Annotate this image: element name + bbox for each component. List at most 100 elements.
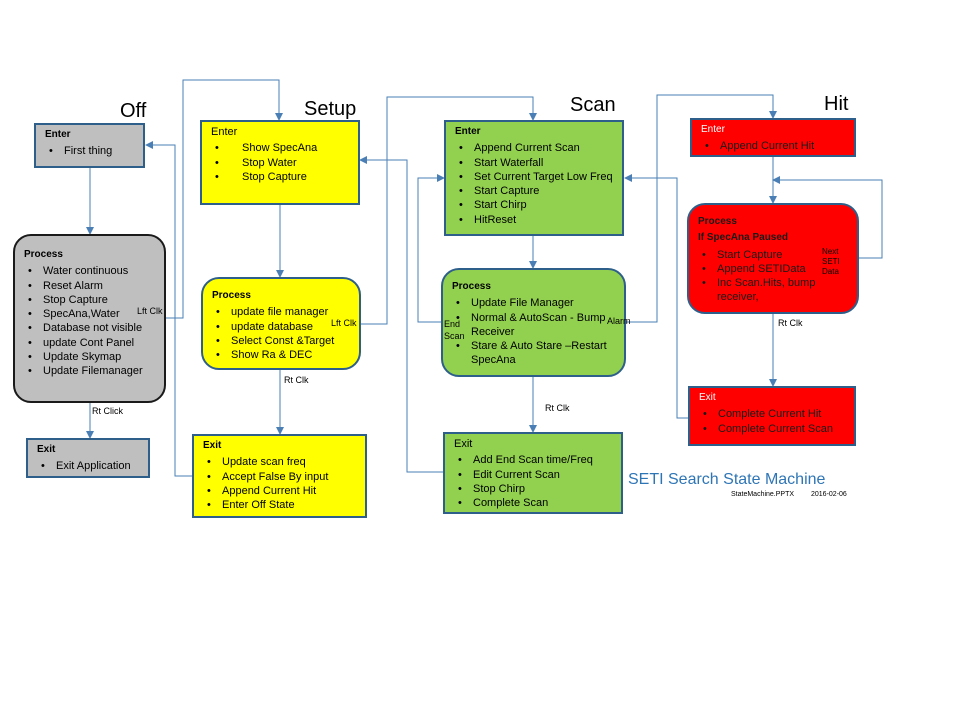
- setup-exit-item: Update scan freq: [194, 455, 365, 470]
- hit-process-subheading: If SpecAna Paused: [698, 232, 789, 244]
- arrow-scan-exit-to-setup: [359, 156, 443, 473]
- off-exit-item: Exit Application: [28, 459, 148, 474]
- hit-enter-list: Append Current Hit: [692, 139, 854, 154]
- hit-enter-box: Enter Append Current Hit: [690, 118, 856, 157]
- scan-enter-item: Set Current Target Low Freq: [446, 170, 622, 185]
- scan-enter-heading: Enter: [455, 126, 481, 137]
- scan-exit-list: Add End Scan time/Freq Edit Current Scan…: [445, 453, 621, 510]
- scan-exit-item: Add End Scan time/Freq: [445, 453, 621, 468]
- hit-enter-heading: Enter: [701, 123, 854, 138]
- setup-exit-item: Append Current Hit: [194, 484, 365, 499]
- scan-enter-box: Enter Append Current Scan Start Waterfal…: [444, 120, 624, 236]
- diagram-caption: SETI Search State Machine: [628, 471, 826, 488]
- arrow-setup-exit-to-off: [145, 141, 192, 477]
- scan-end-scan-label: End Scan: [444, 319, 465, 341]
- hit-exit-list: Complete Current Hit Complete Current Sc…: [690, 407, 854, 436]
- setup-exit-item: Accept False By input: [194, 470, 365, 485]
- arrow-hit-next-data-loop: [772, 176, 883, 259]
- caption-file: StateMachine.PPTX: [731, 491, 795, 498]
- scan-process-item: Update File Manager: [443, 296, 624, 311]
- arrow-scan-endscan-loop: [417, 174, 445, 323]
- off-process-item: Update Filemanager: [15, 364, 164, 379]
- setup-process-item: Select Const &Target: [203, 334, 359, 349]
- scan-enter-item: Start Chirp: [446, 198, 622, 213]
- off-process-item: Database not visible: [15, 321, 164, 336]
- off-process-item: Update Skymap: [15, 350, 164, 365]
- hit-exit-box: Exit Complete Current Hit Complete Curre…: [688, 386, 856, 446]
- arrow-scan-to-hit: [625, 94, 777, 323]
- setup-process-item: update database: [203, 320, 359, 335]
- hit-process-list: Start Capture Append SETIData Inc Scan.H…: [689, 248, 833, 305]
- hit-process-box: Process If SpecAna Paused Start Capture …: [687, 203, 859, 314]
- setup-exit-heading: Exit: [203, 440, 222, 451]
- state-title-hit: Hit: [824, 93, 849, 115]
- setup-enter-list: Show SpecAna Stop Water Stop Capture: [202, 141, 358, 184]
- scan-exit-item: Edit Current Scan: [445, 468, 621, 483]
- scan-exit-item: Stop Chirp: [445, 482, 621, 497]
- off-exit-list: Exit Application: [28, 459, 148, 474]
- setup-enter-item: Stop Capture: [202, 170, 358, 185]
- hit-process-heading: Process: [698, 216, 737, 227]
- scan-enter-item: Append Current Scan: [446, 141, 622, 156]
- setup-process-box: Process update file manager update datab…: [201, 277, 361, 370]
- off-process-item: Reset Alarm: [15, 279, 164, 294]
- off-exit-heading: Exit: [37, 444, 56, 455]
- setup-process-heading: Process: [212, 290, 251, 301]
- off-enter-list: First thing: [36, 144, 143, 159]
- hit-rt-clk-label: Rt Clk: [778, 318, 803, 328]
- hit-exit-heading: Exit: [699, 391, 854, 406]
- off-enter-box: Enter First thing: [34, 123, 145, 168]
- off-process-heading: Process: [24, 249, 63, 260]
- scan-rt-clk-label: Rt Clk: [545, 403, 570, 413]
- setup-lft-clk-label: Lft Clk: [331, 318, 357, 328]
- scan-process-heading: Process: [452, 281, 491, 292]
- off-enter-item: First thing: [36, 144, 143, 159]
- arrow-setup-to-scan: [360, 96, 537, 325]
- scan-exit-box: Exit Add End Scan time/Freq Edit Current…: [443, 432, 623, 514]
- scan-enter-list: Append Current Scan Start Waterfall Set …: [446, 141, 622, 227]
- arrow-off-to-setup: [164, 79, 283, 319]
- hit-process-item: Inc Scan.Hits, bump receiver,: [689, 276, 833, 305]
- scan-enter-item: HitReset: [446, 213, 622, 228]
- scan-process-item: Normal & AutoScan - Bump Receiver: [443, 311, 624, 340]
- off-lft-clk-label: Lft Clk: [137, 306, 163, 316]
- off-process-box: Process Water continuous Reset Alarm Sto…: [13, 234, 166, 403]
- setup-exit-list: Update scan freq Accept False By input A…: [194, 455, 365, 512]
- scan-alarm-label: Alarm: [607, 316, 631, 326]
- scan-exit-heading: Exit: [454, 438, 473, 450]
- off-process-item: Stop Capture: [15, 293, 164, 308]
- off-process-item: Water continuous: [15, 264, 164, 279]
- scan-process-box: Process Update File Manager Normal & Aut…: [441, 268, 626, 377]
- scan-exit-item: Complete Scan: [445, 496, 621, 511]
- hit-next-seti-data-label: Next SETI Data: [822, 247, 840, 276]
- off-process-list: Water continuous Reset Alarm Stop Captur…: [15, 264, 164, 379]
- off-exit-box: Exit Exit Application: [26, 438, 150, 478]
- setup-enter-heading: Enter: [211, 126, 238, 138]
- hit-exit-item: Complete Current Hit: [690, 407, 854, 422]
- setup-exit-box: Exit Update scan freq Accept False By in…: [192, 434, 367, 518]
- setup-enter-box: Enter Show SpecAna Stop Water Stop Captu…: [200, 120, 360, 205]
- hit-exit-item: Complete Current Scan: [690, 422, 854, 437]
- setup-process-item: update file manager: [203, 305, 359, 320]
- setup-exit-item: Enter Off State: [194, 498, 365, 513]
- setup-process-list: update file manager update database Sele…: [203, 305, 359, 362]
- setup-enter-item: Stop Water: [202, 156, 358, 171]
- off-process-item: update Cont Panel: [15, 336, 164, 351]
- hit-process-item: Start Capture: [689, 248, 833, 263]
- off-enter-heading: Enter: [45, 129, 71, 140]
- setup-process-item: Show Ra & DEC: [203, 348, 359, 363]
- setup-rt-clk-label: Rt Clk: [284, 375, 309, 385]
- scan-process-list: Update File Manager Normal & AutoScan - …: [443, 296, 624, 367]
- setup-enter-item: Show SpecAna: [202, 141, 358, 156]
- scan-process-item: Stare & Auto Stare –Restart SpecAna: [443, 339, 624, 368]
- arrow-hit-exit-to-scan: [624, 174, 688, 419]
- off-rt-click-label: Rt Click: [92, 406, 123, 416]
- hit-enter-item: Append Current Hit: [692, 139, 854, 154]
- state-title-setup: Setup: [304, 98, 357, 120]
- hit-process-item: Append SETIData: [689, 262, 833, 277]
- state-title-off: Off: [120, 100, 147, 122]
- caption-date: 2016-02-06: [811, 491, 847, 498]
- scan-enter-item: Start Waterfall: [446, 156, 622, 171]
- off-process-item: SpecAna,Water: [15, 307, 164, 322]
